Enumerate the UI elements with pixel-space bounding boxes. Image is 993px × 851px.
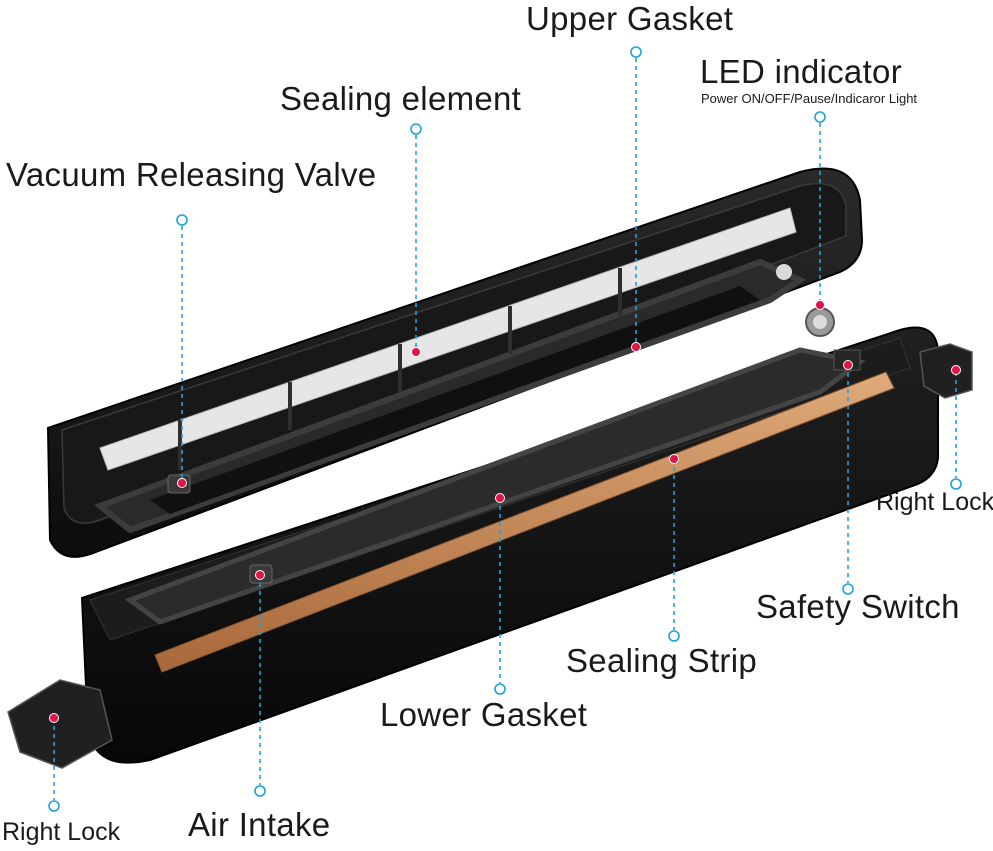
label-vacuum-releasing-valve: Vacuum Releasing Valve	[6, 156, 377, 193]
label-upper-gasket: Upper Gasket	[526, 0, 734, 37]
right-lock-clip-top	[919, 343, 973, 399]
label-lower-gasket: Lower Gasket	[380, 696, 588, 733]
label-right-lock-bottom: Right Lock	[2, 818, 121, 846]
leader-lines	[53, 58, 957, 800]
base	[80, 307, 939, 764]
leader-end-circles	[48, 46, 962, 812]
marker-dots	[49, 300, 961, 723]
right-lock-clip-bottom	[7, 679, 113, 769]
label-safety-switch: Safety Switch	[756, 588, 960, 625]
label-led-indicator: LED indicator	[700, 53, 902, 90]
label-led-subtitle: Power ON/OFF/Pause/Indicaror Light	[701, 91, 918, 106]
label-sealing-strip: Sealing Strip	[566, 642, 758, 679]
label-right-lock-top: Right Lock	[876, 488, 993, 516]
label-air-intake: Air Intake	[188, 806, 331, 843]
lid	[46, 167, 864, 558]
label-sealing-element: Sealing element	[280, 80, 522, 117]
